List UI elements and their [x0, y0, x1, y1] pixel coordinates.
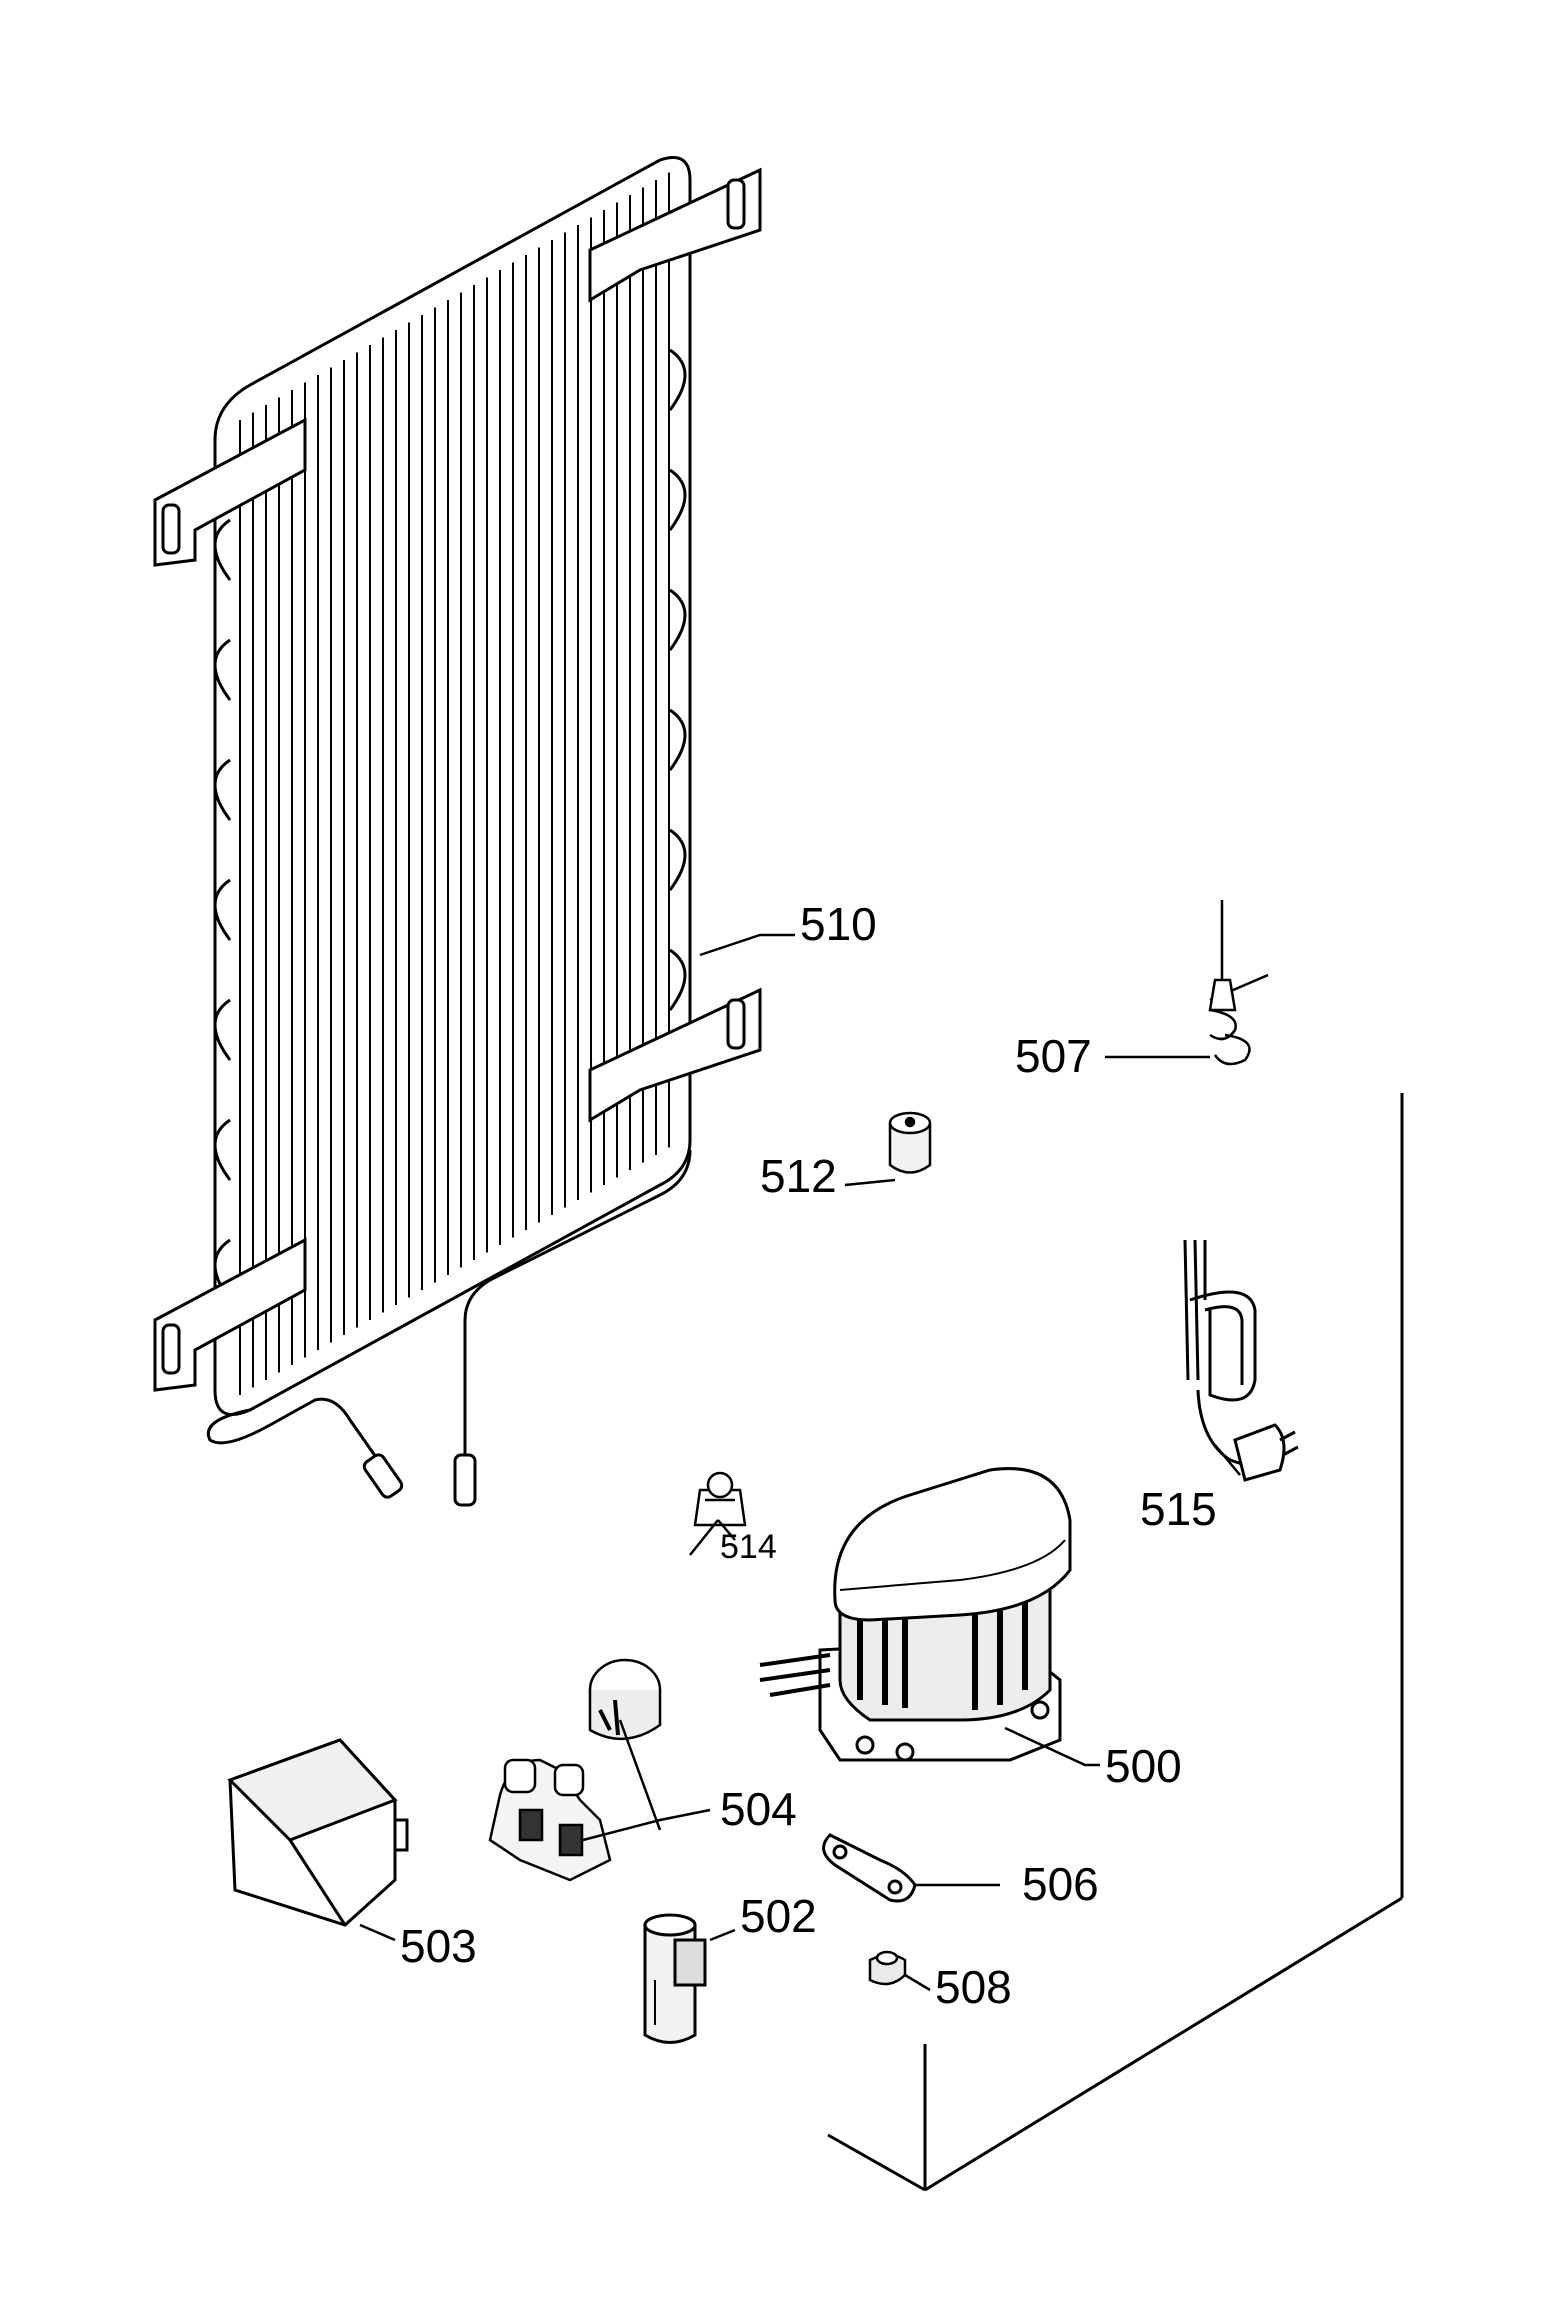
capacitor-502: [643, 1913, 707, 2044]
rubber-plug-512: [888, 1111, 932, 1174]
thermostat-sensor-507: [1208, 900, 1269, 1066]
callout-504: 504: [720, 1783, 797, 1835]
condenser-coil: [153, 156, 762, 1507]
relay-clip-514: [693, 1471, 747, 1527]
compressor-stripes: [857, 1590, 1028, 1710]
clamp-bracket-506: [822, 1833, 917, 1903]
grommet-508: [868, 1950, 907, 1986]
callout-labels: 510 507 512 515 514 500 504 506 502 503 …: [400, 898, 1217, 2013]
condenser-bends-right: [668, 348, 687, 1011]
power-cord-515: [1183, 1239, 1299, 1482]
callout-510: 510: [800, 898, 877, 950]
start-relay-504: [488, 1658, 662, 1882]
callout-514: 514: [720, 1528, 777, 1566]
callout-500: 500: [1105, 1740, 1182, 1792]
callout-503: 503: [400, 1920, 477, 1972]
callout-515: 515: [1140, 1483, 1217, 1535]
callout-506: 506: [1022, 1858, 1099, 1910]
callout-512: 512: [760, 1150, 837, 1202]
condenser-bends-left: [213, 518, 232, 1301]
condenser-brackets: [153, 167, 762, 1392]
condenser-wires: [239, 172, 670, 1395]
compressor-500: [759, 1467, 1072, 1762]
leader-lines: [359, 933, 1241, 1992]
cabinet-outline: [827, 1093, 1404, 2192]
callout-508: 508: [935, 1961, 1012, 2013]
relay-cover-503: [227, 1738, 409, 1927]
callout-502: 502: [740, 1890, 817, 1942]
callout-507: 507: [1015, 1030, 1092, 1082]
